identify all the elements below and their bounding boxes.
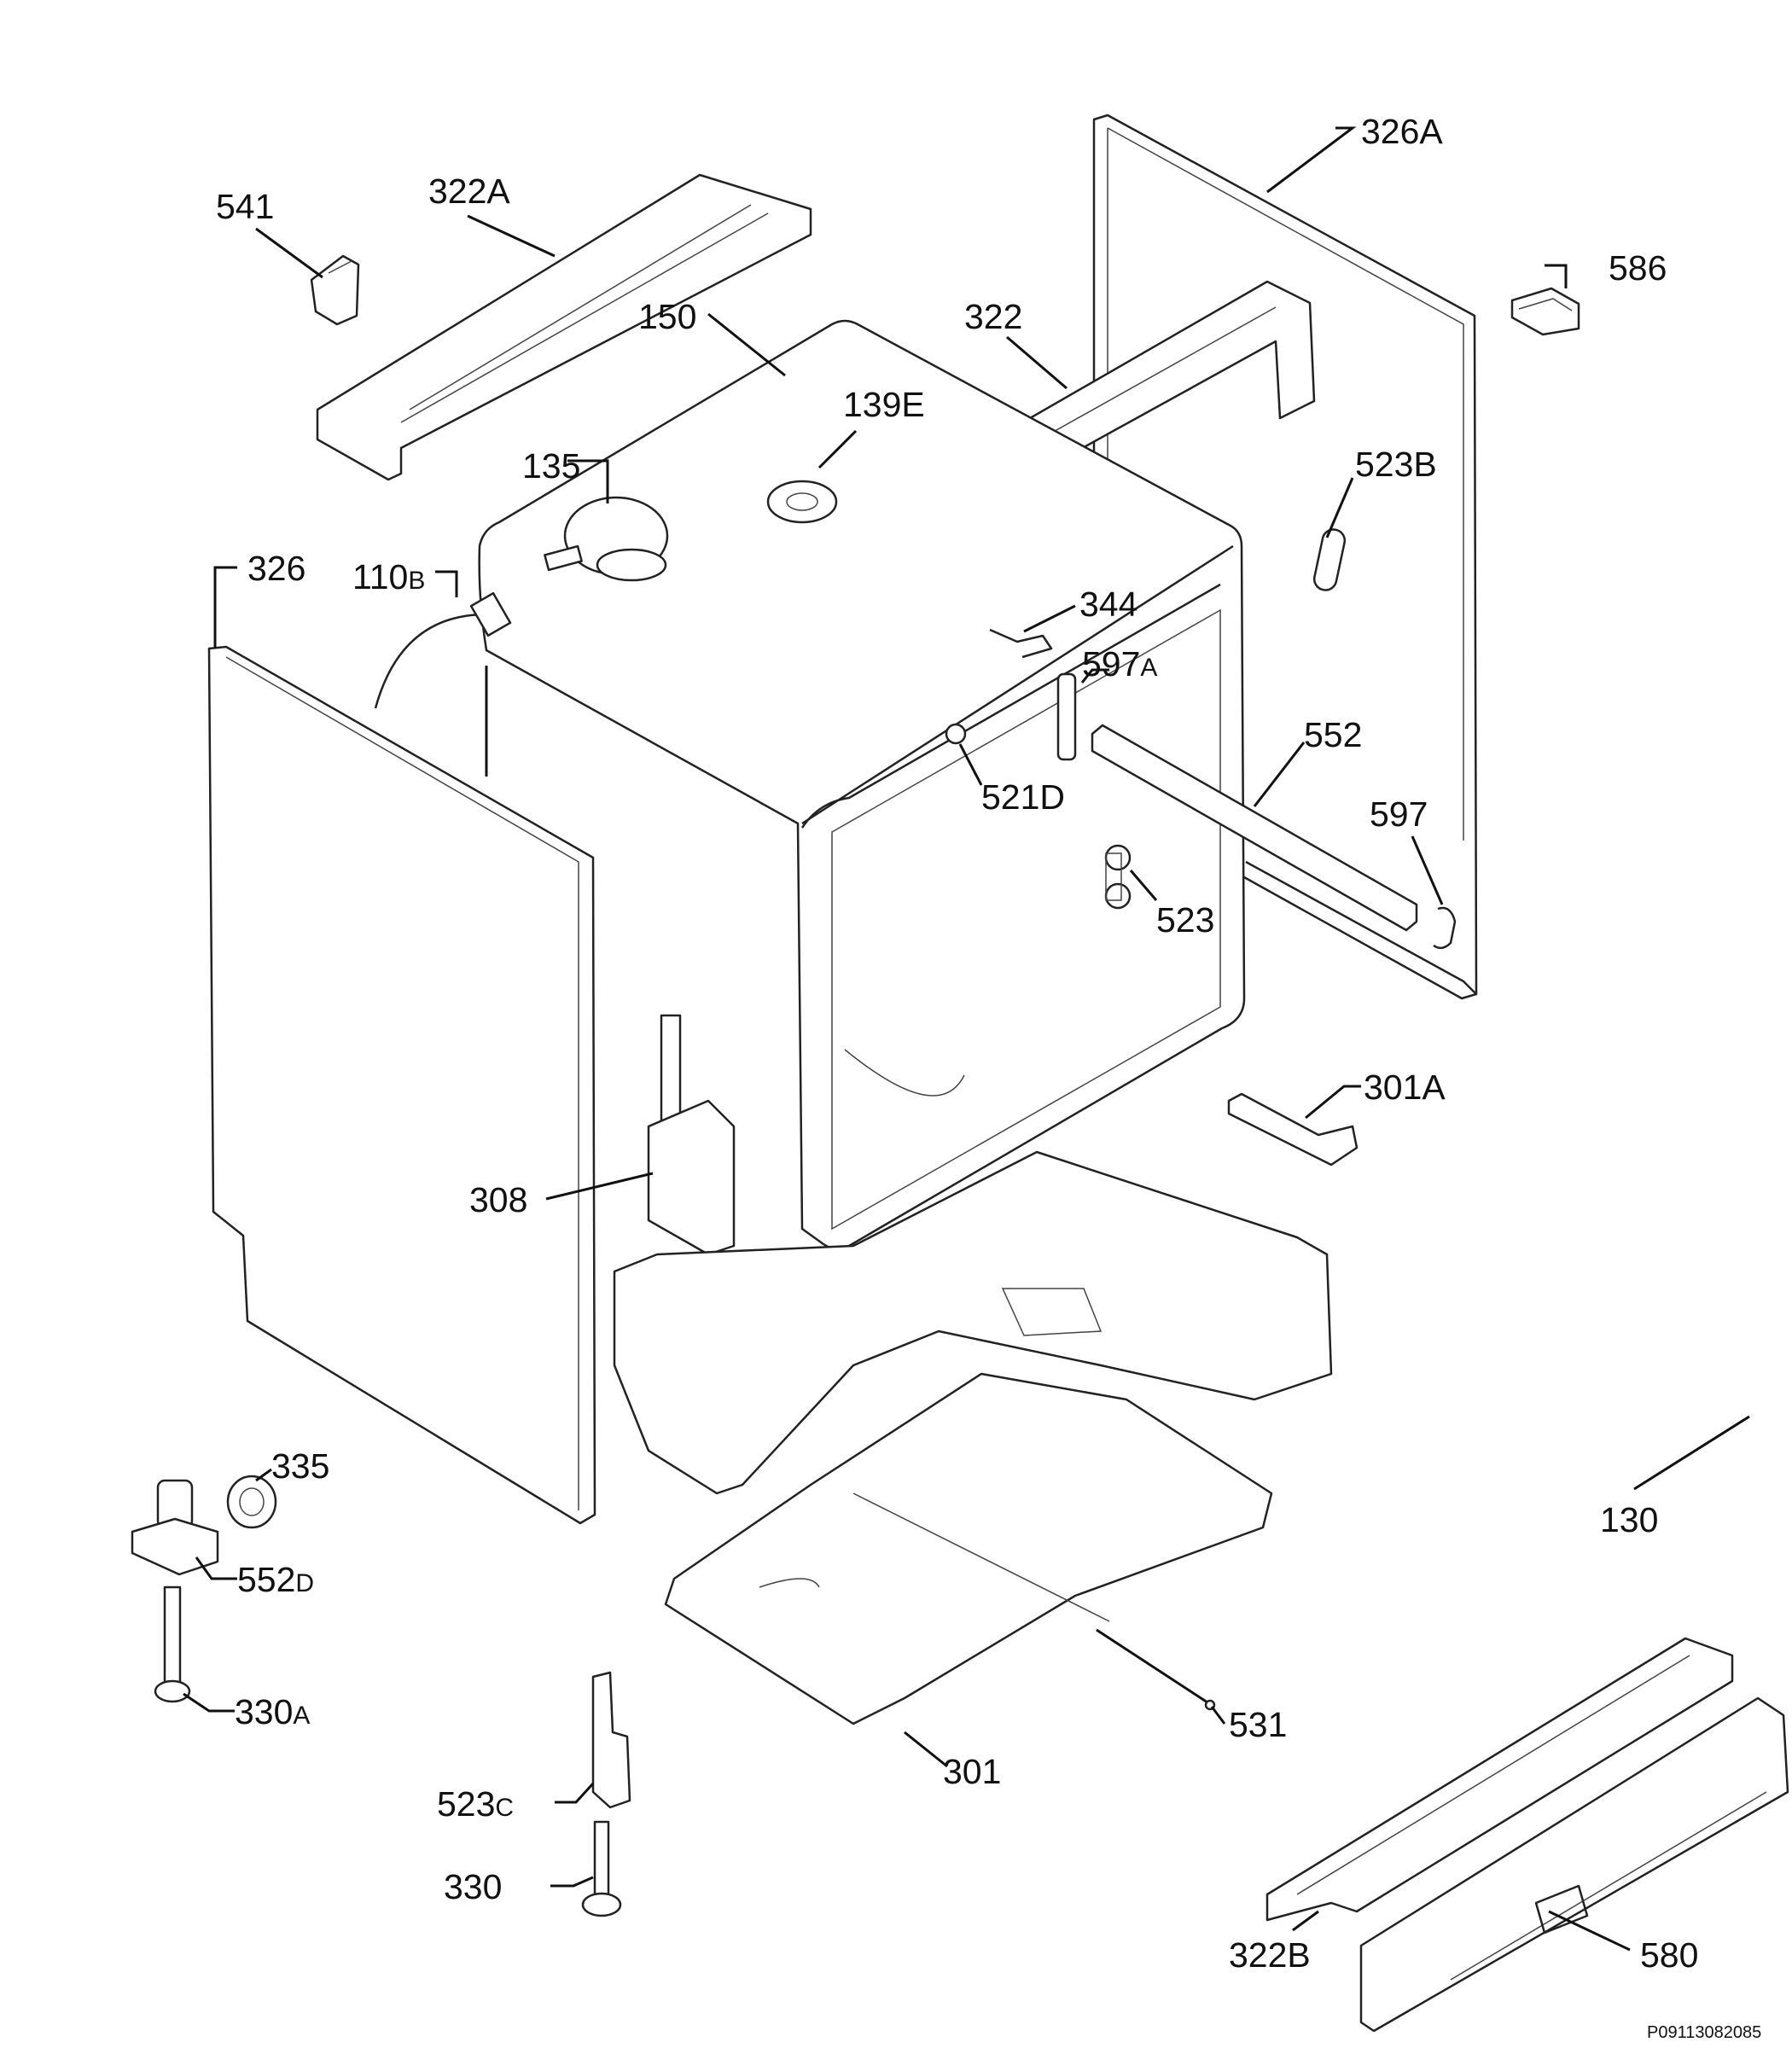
- label-521d: 521D: [981, 777, 1065, 817]
- label-344: 344: [1079, 585, 1137, 624]
- label-580: 580: [1640, 1935, 1698, 1975]
- part-labels: 326A 322A 541 586 150 322 139E 135 523B …: [216, 112, 1698, 1975]
- part-330-screw: [581, 1820, 622, 1917]
- label-150: 150: [638, 297, 696, 336]
- part-308-hinge: [647, 1014, 736, 1256]
- label-531: 531: [1229, 1705, 1287, 1744]
- part-301a-bracket: [1227, 1092, 1359, 1167]
- part-150-tub: [478, 319, 1246, 1250]
- label-322: 322: [964, 297, 1022, 336]
- label-135: 135: [522, 446, 580, 486]
- label-586: 586: [1609, 248, 1667, 288]
- label-130: 130: [1600, 1500, 1658, 1539]
- label-308: 308: [469, 1180, 527, 1219]
- label-326a: 326A: [1361, 112, 1443, 151]
- part-130-door-seal: [1370, 997, 1766, 1728]
- label-335: 335: [271, 1446, 329, 1486]
- part-base: [613, 1150, 1333, 1495]
- label-110b: 110B: [352, 557, 425, 596]
- part-139e-nut: [766, 480, 838, 524]
- drawing-code: P09113082085: [1647, 2023, 1761, 2042]
- part-326-left-side-panel: [207, 645, 596, 1525]
- label-523b: 523B: [1355, 445, 1437, 484]
- label-552: 552: [1304, 715, 1362, 754]
- part-322a-top-rail: [316, 173, 812, 481]
- label-322a: 322A: [428, 172, 510, 211]
- label-322b: 322B: [1229, 1935, 1311, 1975]
- label-139e: 139E: [843, 385, 925, 424]
- part-344-clip: [989, 628, 1053, 659]
- leader-lines: [183, 126, 1750, 1952]
- label-523c: 523C: [437, 1784, 514, 1824]
- label-541: 541: [216, 187, 274, 226]
- part-335-gear: [226, 1475, 277, 1529]
- part-301-base-tray: [664, 1372, 1273, 1725]
- part-552-rail: [1091, 724, 1418, 932]
- part-586-bracket: [1510, 287, 1580, 336]
- part-531-rod: [1096, 1628, 1216, 1711]
- label-330a: 330A: [235, 1692, 310, 1731]
- part-523c-hinge-plate: [591, 1671, 631, 1809]
- label-523: 523: [1156, 900, 1214, 940]
- part-135-dispenser: [544, 496, 669, 582]
- part-597a-hook: [1056, 672, 1077, 761]
- label-330: 330: [444, 1867, 502, 1906]
- label-597a: 597A: [1082, 644, 1157, 684]
- part-597-clip: [1433, 906, 1457, 950]
- label-597: 597: [1370, 794, 1428, 834]
- label-326: 326: [247, 549, 305, 588]
- label-552d: 552D: [237, 1560, 314, 1599]
- part-322b-bottom-rail: [1265, 1637, 1734, 1922]
- label-301: 301: [943, 1752, 1001, 1791]
- part-552d-valve: [131, 1479, 219, 1576]
- part-541-clip: [310, 254, 360, 326]
- part-521d-nut: [945, 723, 967, 745]
- part-330a-screw: [154, 1585, 191, 1703]
- part-110b-hose: [374, 591, 512, 777]
- label-301a: 301A: [1364, 1068, 1446, 1107]
- part-580-bottom-panel: [1359, 1696, 1789, 2033]
- part-523-wheels: [1104, 844, 1132, 910]
- part-523b-seal-ring: [1312, 528, 1347, 591]
